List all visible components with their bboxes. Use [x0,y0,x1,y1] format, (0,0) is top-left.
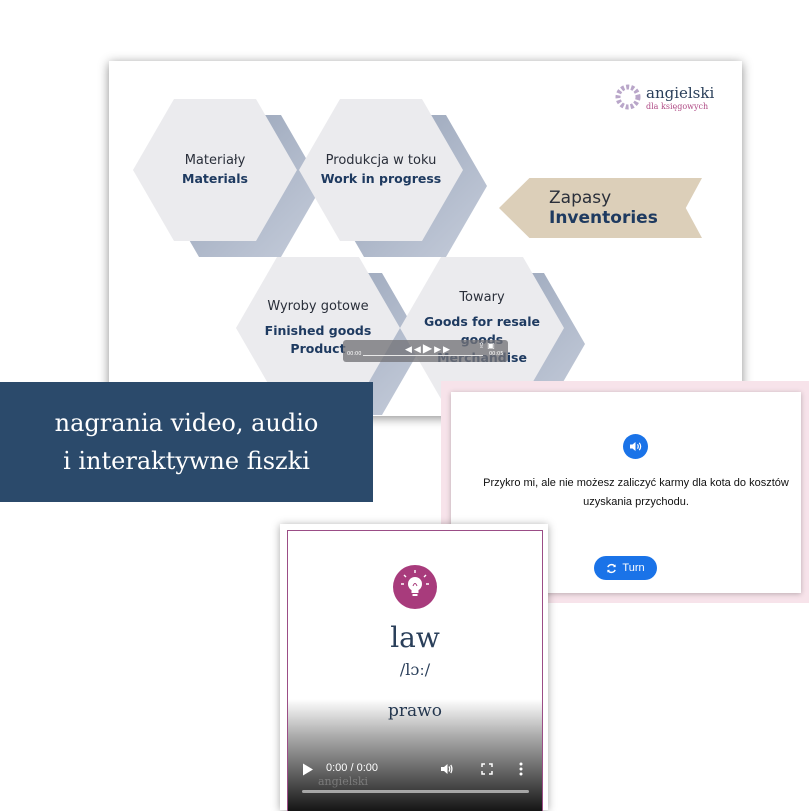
refresh-icon [607,563,617,573]
banner-line-1: nagrania video, audio [54,409,319,437]
play-icon[interactable] [302,763,314,776]
video-watermark: angielski [318,775,369,788]
fast-forward-icon[interactable]: ▶▶ [434,345,452,355]
slide-video-controls[interactable]: ◀◀▶▶▶ ⇪ ▣ 00:00 00:05 [343,340,508,362]
banner-line-2: i interaktywne fiszki [63,447,310,475]
flashcard-sentence: Przykro mi, ale nie możesz zaliczyć karm… [483,477,789,508]
play-icon[interactable]: ▶ [422,341,435,355]
hexagon-label-pl: Produkcja w toku [325,153,437,168]
video-seek-bar[interactable] [302,790,529,793]
vocab-pronunciation: /lɔː/ [399,660,431,679]
speaker-icon [630,442,642,451]
turn-label: Turn [622,562,645,574]
current-time: 00:00 [347,351,362,357]
turn-button[interactable]: Turn [594,556,657,580]
hexagon-work-in-progress: Produkcja w toku Work in progress [299,99,463,241]
hexagon-label-en: Work in progress [320,171,442,186]
arrow-label-en: Inventories [549,208,658,228]
more-options-icon[interactable] [519,762,523,776]
play-audio-button[interactable] [623,434,648,459]
promo-banner: nagrania video, audio i interaktywne fis… [0,382,373,502]
hexagon-label-pl: Wyroby gotowe [267,299,369,314]
hexagon-label-en: Finished goods [264,323,372,338]
volume-icon[interactable] [440,762,454,776]
logo-subtitle: dla księgowych [646,102,709,111]
fullscreen-icon[interactable] [481,763,493,775]
logo-word: angielski [646,84,715,102]
brand-logo: angielski dla księgowych [614,83,724,115]
duration: 00:05 [489,351,504,357]
share-icon[interactable]: ⇪ [478,341,485,350]
video-controls: 0:00 / 0:00 [288,759,542,809]
vocab-word: law [390,621,440,654]
video-frame[interactable]: law /lɔː/ prawo angielski 0:00 / 0:00 [287,530,543,811]
rewind-icon[interactable]: ◀◀ [405,345,423,355]
video-time: 0:00 / 0:00 [326,762,378,774]
idea-badge [393,565,437,609]
lightbulb-icon [401,570,429,596]
seek-bar[interactable] [363,355,483,356]
inventories-arrow [499,178,702,238]
picture-in-picture-icon[interactable]: ▣ [487,341,495,350]
presentation-slide: angielski dla księgowych Materiały Mater… [109,61,742,416]
hexagon-label-en: Goods for resale [424,314,540,329]
hexagon-finished-goods: Wyroby gotowe Finished goods Product [236,257,400,399]
hexagon-label-en: Product [290,341,346,356]
hexagon-label-en: Materials [182,171,248,186]
logo-ring-icon [615,84,641,110]
vocab-video-card: law /lɔː/ prawo angielski 0:00 / 0:00 [280,524,548,811]
hexagon-label-pl: Towary [459,290,505,305]
arrow-label-pl: Zapasy [549,188,612,208]
hexagon-label-pl: Materiały [184,153,246,168]
